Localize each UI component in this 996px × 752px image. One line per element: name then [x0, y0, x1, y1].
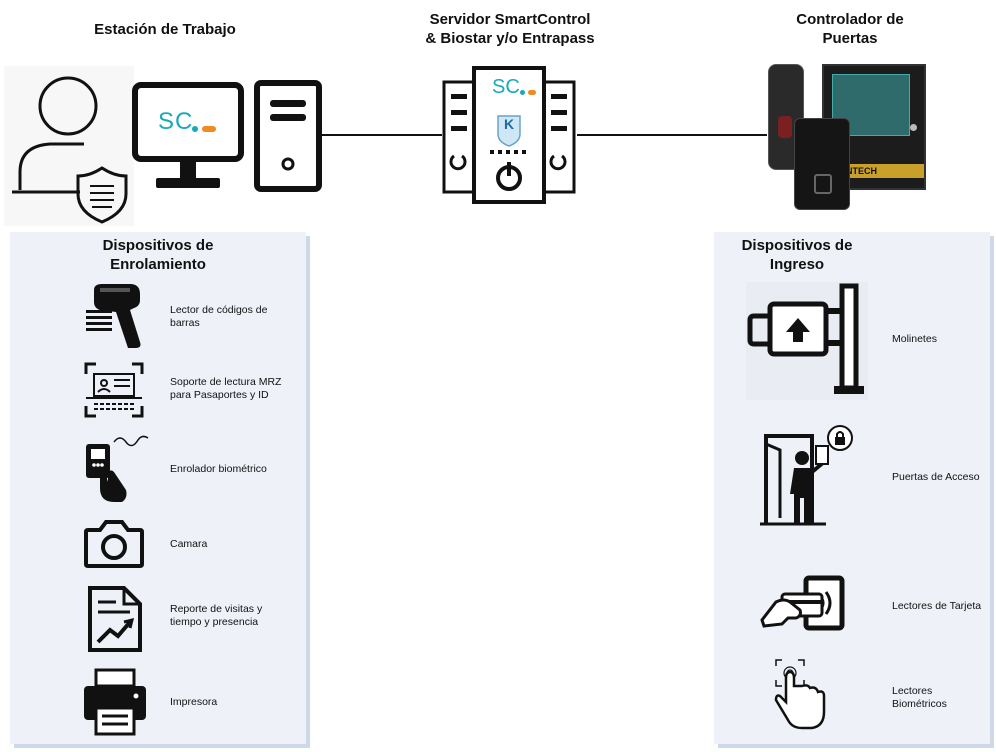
biometric-reader-label-line1: Lectores — [892, 685, 933, 697]
workstation-title: Estación de Trabajo — [60, 20, 270, 39]
server-title: Servidor SmartControl & Biostar y/o Entr… — [390, 10, 630, 48]
mrz-label-line1: Soporte de lectura MRZ — [170, 376, 282, 388]
ingress-item-label-3: Lectores de Tarjeta — [892, 600, 981, 613]
server-title-line2: & Biostar y/o Entrapass — [425, 30, 595, 47]
ingress-item-label-4: Lectores Biométricos — [892, 685, 947, 711]
server-logo-dot-teal — [520, 90, 525, 95]
connection-line-workstation-server — [322, 134, 442, 136]
enrollment-item-label-5: Reporte de visitas y tiempo y presencia — [170, 603, 262, 629]
biometric-enroller-label: Enrolador biométrico — [170, 463, 267, 475]
monitor-graphic — [132, 82, 244, 188]
monitor-logo-dash-orange — [202, 126, 216, 132]
printer-icon — [84, 668, 146, 736]
enrollment-item-label-6: Impresora — [170, 696, 217, 709]
mrz-label-line2: para Pasaportes y ID — [170, 389, 269, 401]
enrollment-item-label-3: Enrolador biométrico — [170, 463, 267, 476]
server-graphic — [442, 66, 576, 204]
monitor-logo-dot-teal — [192, 126, 198, 132]
door-controller-icon: NTECH — [766, 60, 926, 210]
enrollment-item-label-1: Lector de códigos de barras — [170, 304, 267, 330]
ingress-item-label-1: Molinetes — [892, 333, 937, 346]
connection-line-server-controller — [577, 134, 767, 136]
controller-lock — [910, 124, 917, 131]
monitor-icon: SC — [132, 82, 244, 192]
turnstile-label: Molinetes — [892, 333, 937, 345]
card-reader-device — [794, 118, 850, 210]
turnstile-icon — [746, 282, 868, 400]
ingress-title-line1: Dispositivos de — [741, 237, 853, 254]
access-door-label: Puertas de Acceso — [892, 471, 980, 483]
server-logo: SC — [492, 76, 520, 99]
id-card-scan-icon — [84, 362, 144, 418]
controller-title-line2: Puertas — [822, 30, 878, 47]
camera-label: Camara — [170, 538, 208, 550]
monitor-logo-text: SC — [158, 108, 194, 135]
biometric-enroller-icon — [86, 435, 149, 502]
card-reader-icon — [760, 575, 845, 631]
ingress-panel-title: Dispositivos de Ingreso — [604, 236, 990, 274]
enrollment-panel-title: Dispositivos de Enrolamiento — [0, 236, 316, 274]
card-reader-label: Lectores de Tarjeta — [892, 600, 982, 612]
user-shield-icon — [12, 76, 128, 224]
barcode-label-line2: barras — [170, 317, 200, 329]
workstation-title-text: Estación de Trabajo — [94, 21, 236, 38]
biometric-reader-label-line2: Biométricos — [892, 698, 947, 710]
report-icon — [88, 586, 142, 652]
printer-label: Impresora — [170, 696, 218, 708]
report-label-line2: tiempo y presencia — [170, 616, 259, 628]
controller-brand-strip: NTECH — [842, 164, 924, 178]
ingress-title-line2: Ingreso — [769, 256, 825, 273]
barcode-label-line1: Lector de códigos de — [170, 304, 268, 316]
fingerprint-reader-window — [778, 116, 792, 138]
controller-title-line1: Controlador de — [796, 11, 904, 28]
enrollment-devices-panel: Dispositivos de Enrolamiento — [10, 232, 306, 744]
controller-title: Controlador de Puertas — [750, 10, 950, 48]
barcode-scanner-icon — [86, 284, 141, 348]
pc-tower-icon — [254, 80, 322, 192]
server-badge-text: K — [504, 116, 515, 132]
enrollment-title-line2: Enrolamiento — [110, 256, 206, 273]
server-badge: K — [504, 116, 514, 132]
report-label-line1: Reporte de visitas y — [170, 603, 263, 615]
enrollment-item-label-2: Soporte de lectura MRZ para Pasaportes y… — [170, 376, 281, 402]
monitor-screen-logo: SC — [158, 108, 193, 136]
server-icon: SC K — [440, 66, 578, 206]
access-door-icon — [760, 425, 853, 526]
enrollment-title-line1: Dispositivos de — [102, 237, 214, 254]
controller-brand-text: NTECH — [846, 166, 877, 176]
server-logo-dash-orange — [528, 90, 536, 95]
enrollment-item-label-4: Camara — [170, 538, 207, 551]
ingress-item-label-2: Puertas de Acceso — [892, 471, 980, 484]
server-logo-text: SC — [492, 76, 520, 98]
camera-icon — [84, 520, 144, 568]
fingerprint-touch-icon — [774, 659, 826, 730]
card-reader-logo — [814, 174, 832, 194]
server-title-line1: Servidor SmartControl — [429, 11, 591, 28]
